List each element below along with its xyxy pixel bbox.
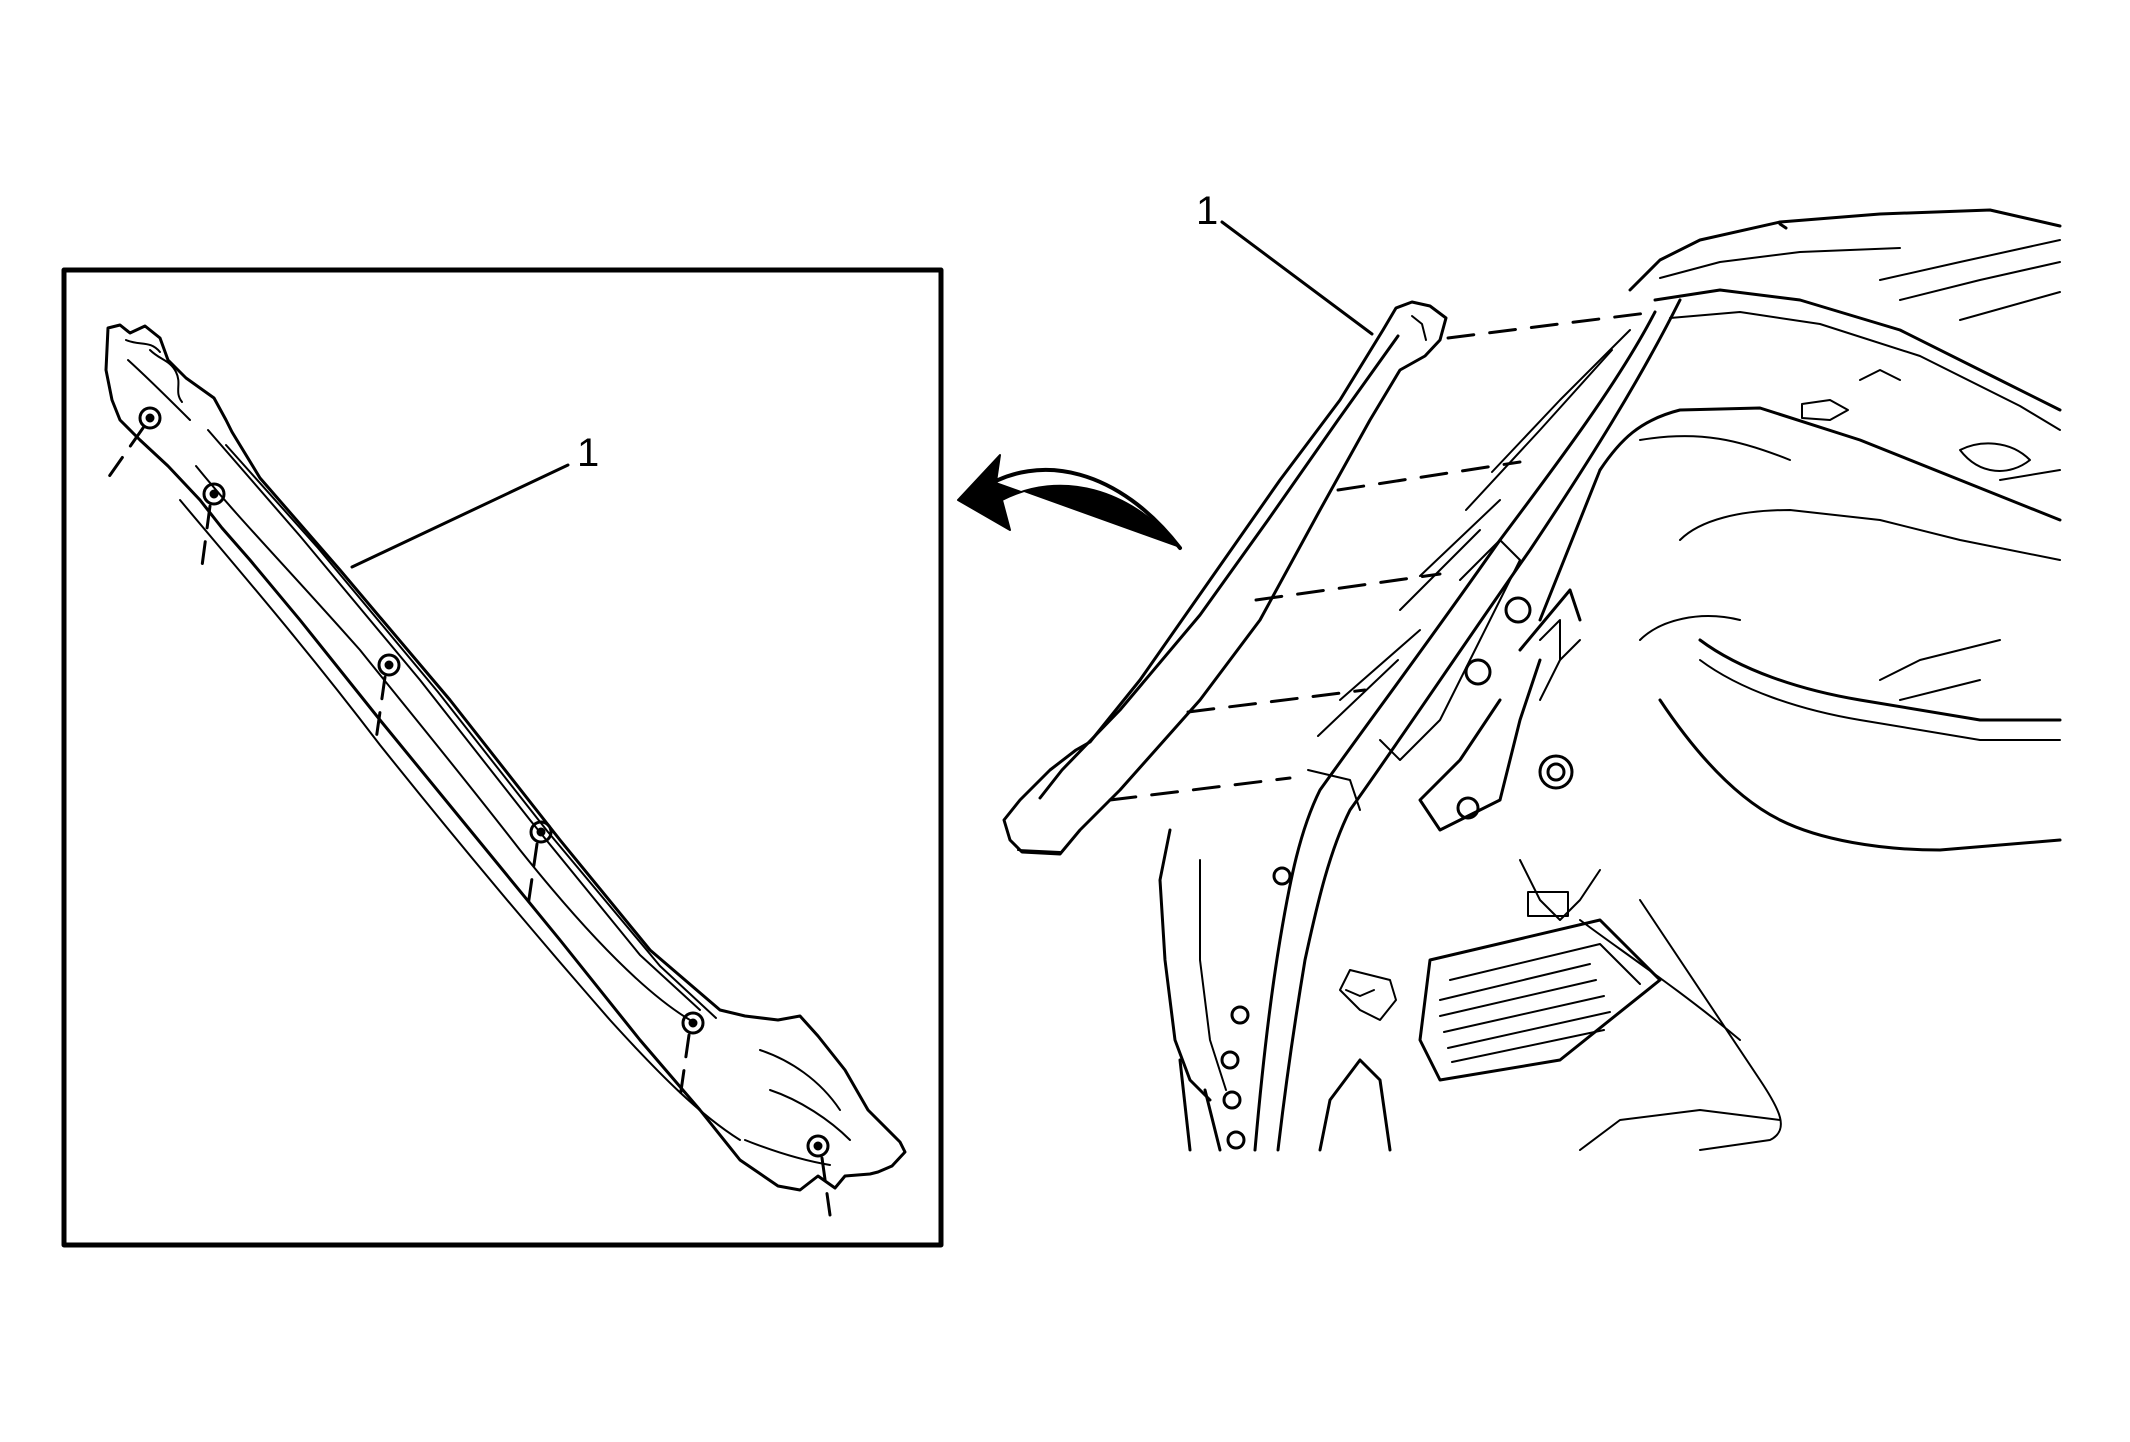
trim-panel-outline xyxy=(104,323,907,1192)
clip-2 xyxy=(200,482,226,568)
rear-pillar xyxy=(1158,298,1682,1152)
callout-number-detail: 1 xyxy=(577,431,600,475)
clip-5 xyxy=(678,1011,705,1100)
clip-1 xyxy=(106,406,162,480)
detail-inset xyxy=(61,267,944,1248)
detail-leader-line xyxy=(350,463,570,569)
fastener-clips xyxy=(106,406,832,1217)
clip-6 xyxy=(806,1134,832,1217)
clip-3 xyxy=(374,653,401,742)
inset-frame xyxy=(61,267,944,1248)
main-leader-line xyxy=(1220,220,1374,336)
vent-grille xyxy=(1339,918,1662,1082)
roof-header xyxy=(1628,208,2062,481)
trim-panel-detail xyxy=(104,323,907,1192)
quarter-trim-lower xyxy=(1379,539,1782,1151)
rear-opening xyxy=(1538,406,2062,852)
lower-body xyxy=(1318,1058,1781,1152)
alignment-lines xyxy=(1108,310,1657,802)
removal-direction-arrow xyxy=(957,454,1182,550)
vehicle-interior-view xyxy=(1002,208,2062,1152)
trim-panel-main xyxy=(1002,300,1448,856)
callout-number-main: 1 xyxy=(1196,189,1219,233)
trim-panel-main-outline xyxy=(1002,300,1448,856)
clip-4 xyxy=(526,820,553,908)
